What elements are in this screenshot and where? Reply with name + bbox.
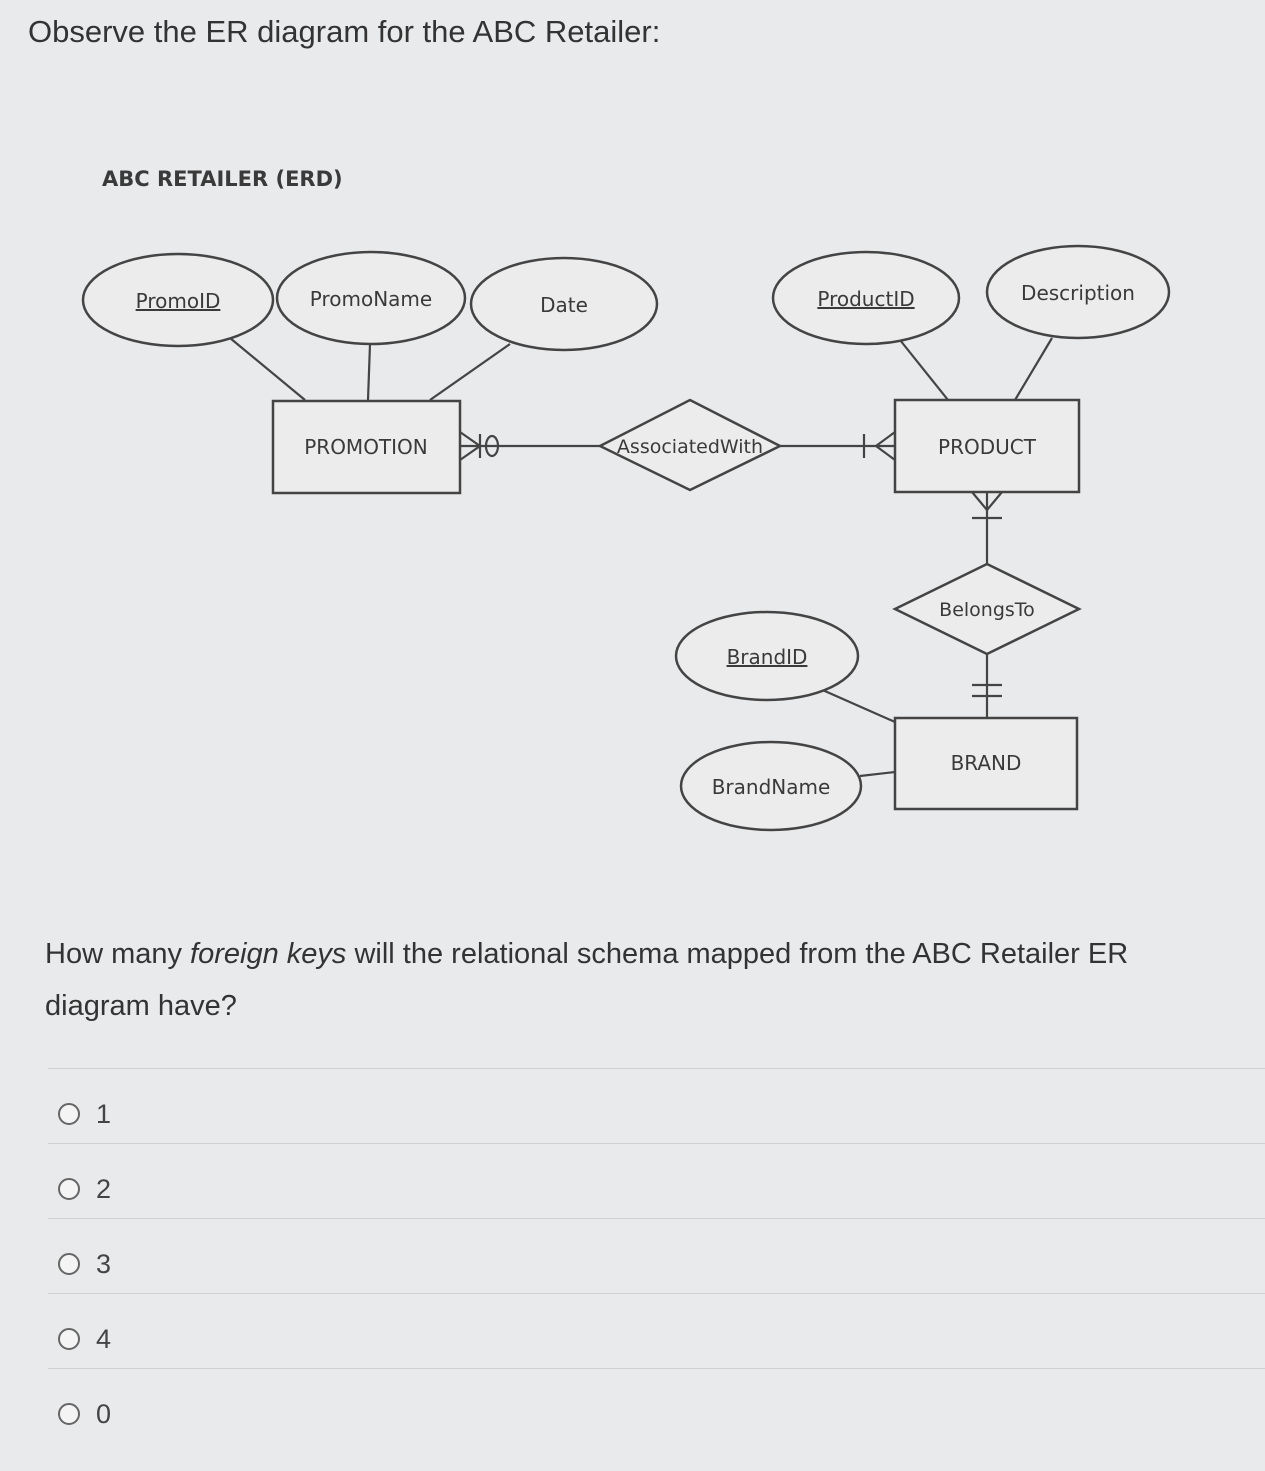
entity-product: PRODUCT [893, 398, 1081, 494]
attribute-brand-id: BrandID [674, 610, 860, 702]
attribute-brand-name: BrandName [679, 740, 863, 832]
relationship-belongs-to: BelongsTo [892, 562, 1082, 656]
cardinality-marks [459, 431, 1003, 698]
radio-button[interactable] [58, 1178, 80, 1200]
svg-text:Description: Description [1021, 281, 1135, 305]
svg-text:ProductID: ProductID [817, 287, 914, 311]
question-before: How many [45, 938, 191, 970]
answer-options: 1 2 3 4 0 [0, 1068, 1265, 1443]
option-3[interactable]: 3 [48, 1218, 1265, 1293]
question-emphasis: foreign keys [190, 938, 347, 970]
svg-text:BrandID: BrandID [727, 645, 808, 669]
svg-text:PromoID: PromoID [136, 289, 221, 313]
question-text: How many foreign keys will the relationa… [45, 928, 1215, 1032]
attribute-product-id: ProductID [771, 250, 961, 346]
svg-text:BelongsTo: BelongsTo [939, 599, 1035, 621]
svg-text:PRODUCT: PRODUCT [938, 435, 1037, 459]
attribute-description: Description [985, 244, 1171, 340]
option-label: 2 [96, 1174, 112, 1204]
svg-text:PromoName: PromoName [310, 287, 432, 311]
svg-text:Date: Date [540, 293, 588, 317]
svg-text:BrandName: BrandName [712, 775, 831, 799]
radio-button[interactable] [58, 1403, 80, 1425]
option-1[interactable]: 1 [48, 1068, 1265, 1143]
radio-button[interactable] [58, 1328, 80, 1350]
option-2[interactable]: 2 [48, 1143, 1265, 1218]
question-intro: Observe the ER diagram for the ABC Retai… [28, 14, 661, 49]
svg-text:AssociatedWith: AssociatedWith [617, 436, 763, 458]
option-label: 0 [96, 1399, 112, 1429]
connector-lines [229, 337, 1053, 778]
option-0[interactable]: 0 [48, 1368, 1265, 1443]
attribute-promo-id: PromoID [81, 252, 275, 348]
attribute-promo-name: PromoName [275, 250, 467, 346]
diagram-title: ABC RETAILER (ERD) [102, 167, 343, 191]
question-after: will the relational schema mapped from t… [45, 938, 1129, 1022]
entity-brand: BRAND [893, 716, 1079, 811]
attribute-date: Date [469, 256, 659, 352]
option-label: 4 [96, 1324, 112, 1354]
relationship-associated-with: AssociatedWith [597, 398, 783, 492]
er-diagram: ABC RETAILER (ERD) PromoID PromoName [81, 167, 1171, 832]
radio-button[interactable] [58, 1103, 80, 1125]
option-label: 1 [96, 1099, 112, 1129]
svg-text:PROMOTION: PROMOTION [304, 435, 428, 459]
entity-promotion: PROMOTION [271, 399, 462, 495]
radio-button[interactable] [58, 1253, 80, 1275]
svg-text:BRAND: BRAND [951, 751, 1022, 775]
option-4[interactable]: 4 [48, 1293, 1265, 1368]
option-label: 3 [96, 1249, 112, 1279]
